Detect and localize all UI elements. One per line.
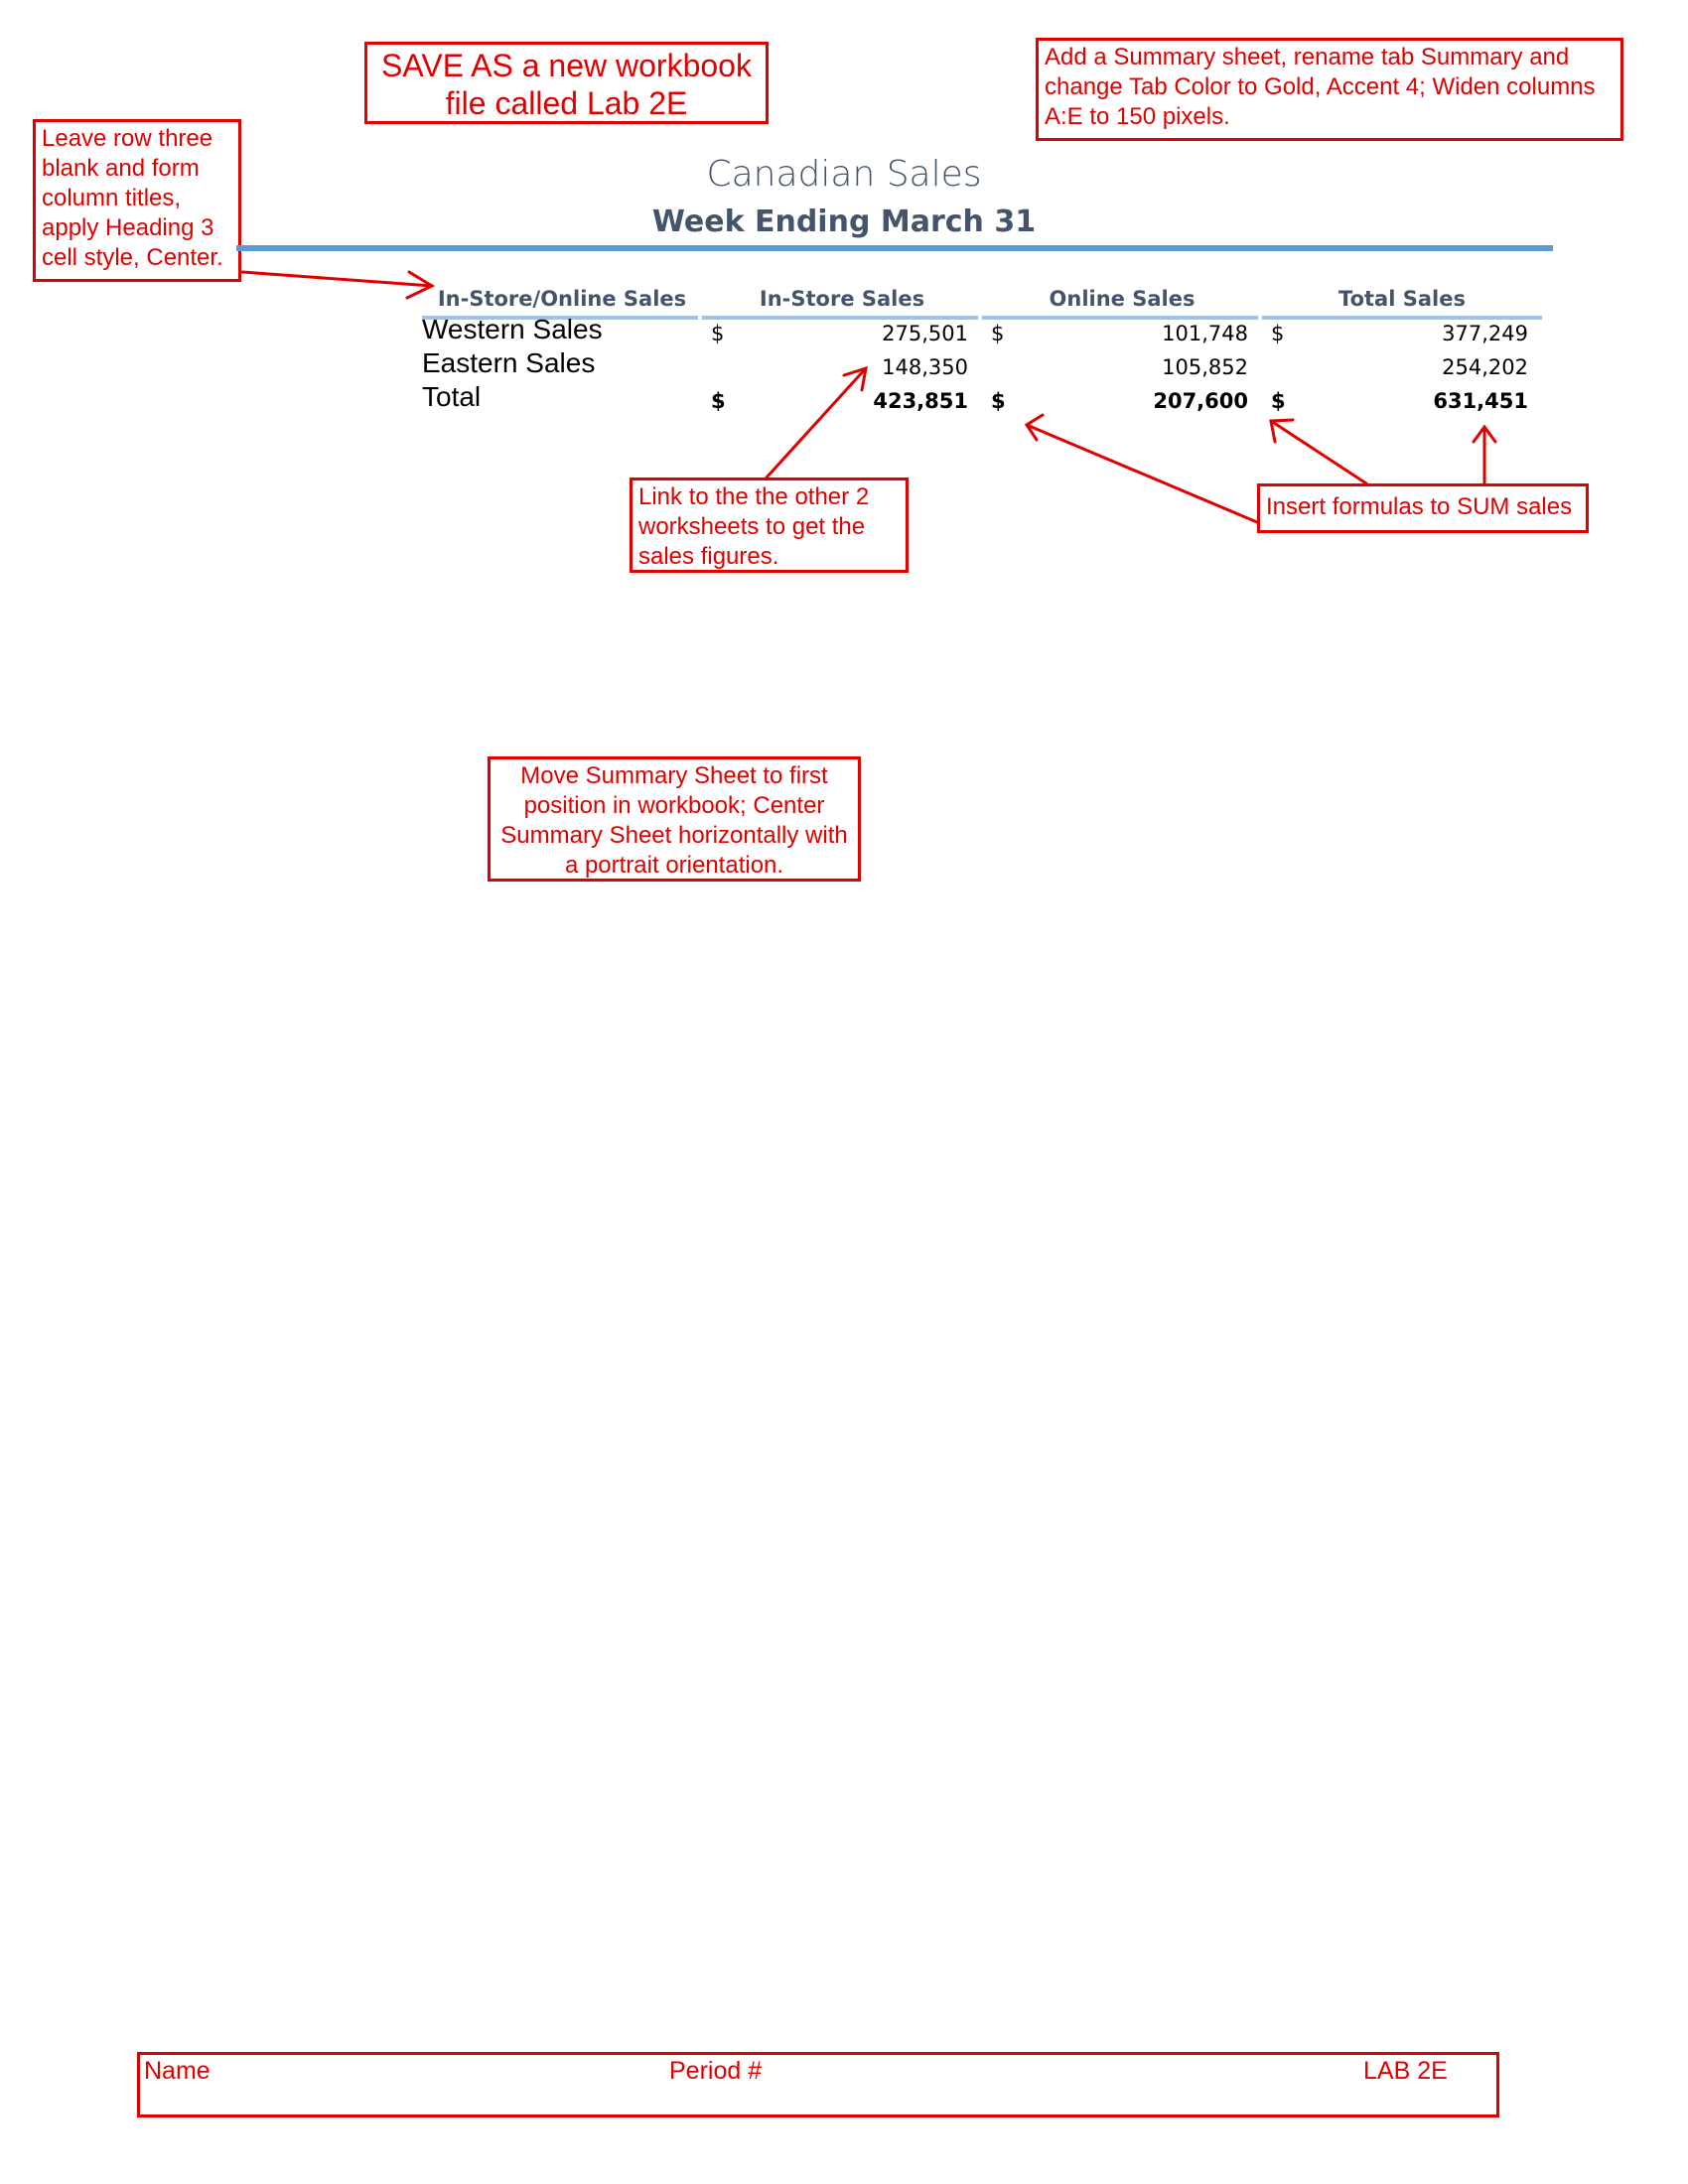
header-online: Online Sales xyxy=(1049,287,1196,311)
insert-formulas-note: Insert formulas to SUM sales xyxy=(1257,483,1589,533)
arrow-to-instore-values xyxy=(765,366,868,479)
sheet-title: Canadian Sales xyxy=(706,154,982,195)
row-total-dollar-3: $ xyxy=(1271,389,1286,413)
row-label-total: Total xyxy=(422,381,482,412)
link-sheets-note: Link to the the other 2 worksheets to ge… xyxy=(630,478,909,573)
footer-lab: LAB 2E xyxy=(1363,2057,1448,2085)
arrow-to-total-dollar-head xyxy=(1269,418,1295,444)
row-label-eastern: Eastern Sales xyxy=(422,347,596,378)
move-summary-note: Move Summary Sheet to first position in … xyxy=(488,756,861,882)
footer-box: Name Period # LAB 2E xyxy=(137,2052,1499,2117)
row-total-dollar-1: $ xyxy=(711,389,726,413)
arrow-to-total-dollar xyxy=(1269,419,1368,485)
add-summary-note: Add a Summary sheet, rename tab Summary … xyxy=(1036,38,1623,141)
title-underline xyxy=(236,245,1553,251)
row-total-dollar-2: $ xyxy=(991,389,1006,413)
row-western-online: 101,748 xyxy=(1162,322,1248,345)
header-underline-1 xyxy=(422,316,698,320)
header-instore-online: In-Store/Online Sales xyxy=(437,287,687,311)
row-eastern-total: 254,202 xyxy=(1442,355,1528,379)
row-western-dollar-2: $ xyxy=(991,322,1005,345)
leave-row-note: Leave row three blank and form column ti… xyxy=(33,119,241,282)
footer-name: Name xyxy=(144,2057,211,2085)
row-western-instore: 275,501 xyxy=(882,322,968,345)
row-eastern-instore: 148,350 xyxy=(882,355,968,379)
row-western-dollar-3: $ xyxy=(1271,322,1285,345)
row-total-total: 631,451 xyxy=(1433,389,1528,413)
save-as-note: SAVE AS a new workbook file called Lab 2… xyxy=(364,42,769,124)
row-western-dollar-1: $ xyxy=(711,322,725,345)
row-total-online: 207,600 xyxy=(1153,389,1248,413)
row-label-western: Western Sales xyxy=(422,314,603,344)
header-instore: In-Store Sales xyxy=(759,287,925,311)
header-underline-3 xyxy=(982,316,1258,320)
arrow-to-headers xyxy=(240,270,434,288)
arrow-to-total-value-head xyxy=(1472,424,1497,444)
header-total: Total Sales xyxy=(1338,287,1466,311)
sheet-subtitle: Week Ending March 31 xyxy=(651,205,1037,239)
row-western-total: 377,249 xyxy=(1442,322,1528,345)
arrow-to-online-dollar-head xyxy=(1024,413,1045,442)
footer-period: Period # xyxy=(669,2057,763,2085)
row-eastern-online: 105,852 xyxy=(1162,355,1248,379)
header-underline-2 xyxy=(702,316,978,320)
header-underline-4 xyxy=(1262,316,1542,320)
row-total-instore: 423,851 xyxy=(873,389,968,413)
arrow-to-online-dollar xyxy=(1025,423,1259,524)
